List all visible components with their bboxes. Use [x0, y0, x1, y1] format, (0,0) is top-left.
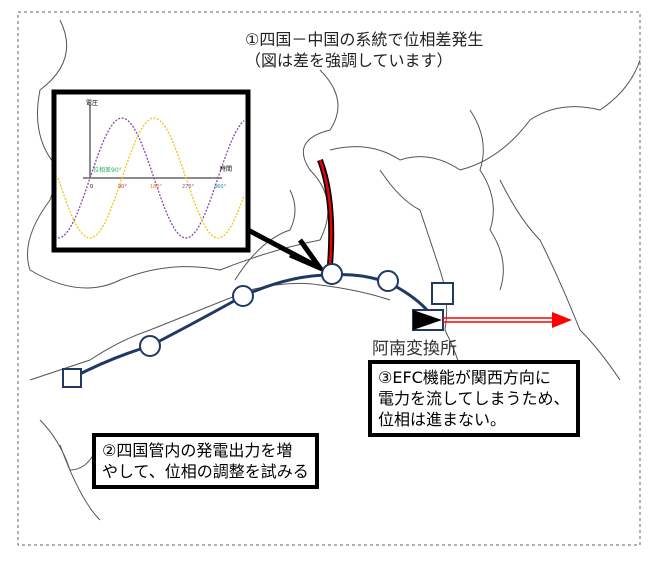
- wave-series-2: [57, 117, 245, 239]
- substation-node: [139, 335, 161, 357]
- coastline-map: [27, 19, 641, 521]
- annotation2-line1: ②四国管内の発電出力を増: [102, 441, 293, 460]
- annotation3-line3: 位相は進まない。: [378, 410, 507, 429]
- phase-inset-chart: 電圧 時間 位相差90° 0 90° 180° 270° 360°: [51, 89, 251, 253]
- dashed-frame: [17, 11, 641, 546]
- phase-label: 位相差90°: [93, 166, 122, 174]
- substation-node: [232, 285, 254, 307]
- terminal-square: [62, 368, 82, 388]
- x-axis-label: 時間: [220, 165, 232, 173]
- y-axis-label: 電圧: [86, 100, 98, 107]
- annotation2-line2: やして、位相の調整を試みる: [102, 462, 309, 481]
- terminal-square: [431, 282, 454, 305]
- wave-series-1: [57, 117, 245, 239]
- transmission-line: [71, 273, 435, 380]
- tick-label: 180°: [150, 184, 163, 190]
- substation-node: [321, 263, 343, 285]
- tick-label: 0: [90, 184, 93, 190]
- annotation3-line1: ③EFC機能が関西方向に: [378, 368, 551, 387]
- boundary-line-red: [318, 159, 333, 266]
- arrow-head-icon: [552, 312, 572, 328]
- annotation-efc-box: ③EFC機能が関西方向に 電力を流してしまうため、 位相は進まない。: [368, 360, 580, 437]
- annotation1-line2: （図は差を強調しています）: [245, 51, 453, 70]
- converter-triangle-icon: [413, 310, 442, 330]
- tick-label: 360°: [214, 184, 227, 190]
- annotation-phase-difference: ①四国－中国の系統で位相差発生 （図は差を強調しています）: [245, 29, 483, 71]
- annotation3-line2: 電力を流してしまうため、: [378, 389, 570, 408]
- pointer-arrow: [246, 227, 328, 274]
- tick-label: 270°: [182, 184, 195, 190]
- annotation1-line1: ①四国－中国の系統で位相差発生: [245, 30, 484, 49]
- anan-station-label: 阿南変換所: [372, 339, 457, 359]
- tick-label: 90°: [118, 184, 127, 190]
- substation-node: [377, 270, 399, 292]
- annotation-generation-box: ②四国管内の発電出力を増 やして、位相の調整を試みる: [92, 433, 319, 489]
